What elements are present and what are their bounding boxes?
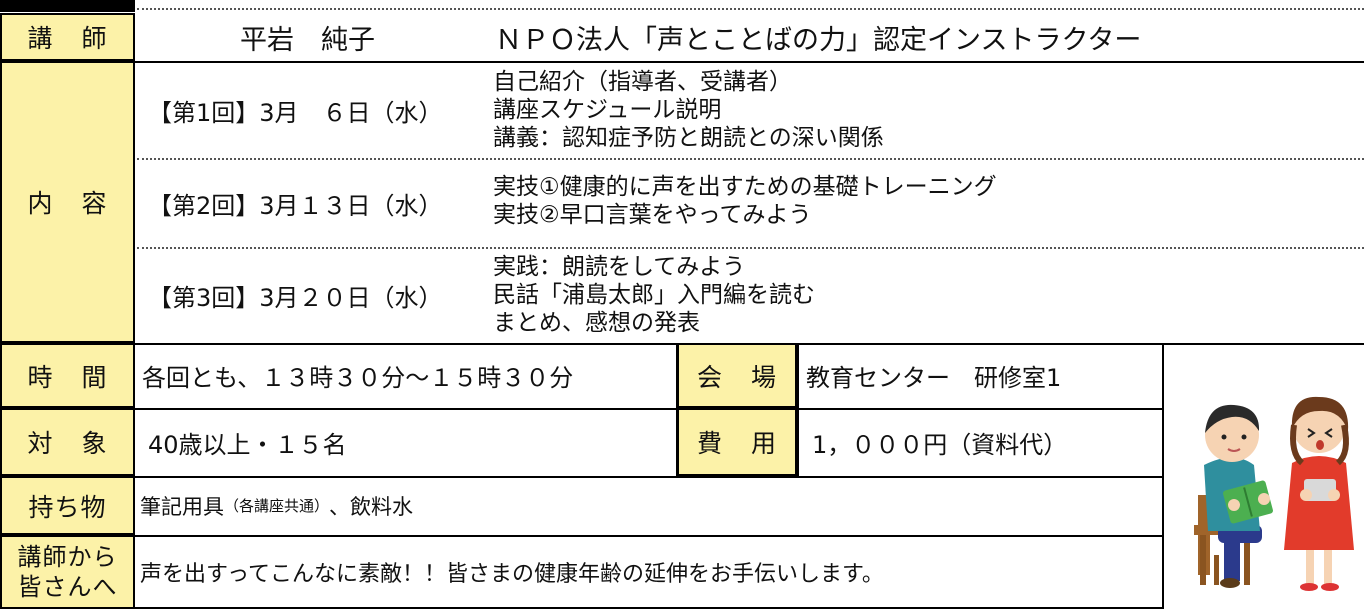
venue-label-char1: 会 <box>696 362 723 392</box>
venue-label: 会場 <box>677 343 797 408</box>
instructor-title: ＮＰＯ法人「声とことばの力」認定インストラクター <box>495 24 1142 56</box>
instructor-label: 講師 <box>0 13 135 61</box>
session1-item: 自己紹介（指導者、受講者） <box>493 69 792 95</box>
session1-item: 講義：認知症予防と朗読との深い関係 <box>493 125 884 151</box>
fee-label-char1: 費 <box>696 429 723 458</box>
fee-label: 費用 <box>677 408 797 476</box>
content-label: 内容 <box>0 61 135 343</box>
belongings-label-text: 持ち物 <box>28 492 107 522</box>
message-value: 声を出すってこんなに素敵！！皆さまの健康年齢の延伸をお手伝いします。 <box>140 562 884 587</box>
content-label-char2: 容 <box>81 189 108 218</box>
reading-kids-illustration <box>1164 345 1364 607</box>
session3-item: 民話「浦島太郎」入門編を読む <box>493 282 815 308</box>
boy-icon <box>1204 404 1273 588</box>
venue-value: 教育センター 研修室1 <box>806 364 1062 392</box>
time-value: 各回とも、１３時３０分～１５時３０分 <box>142 364 574 392</box>
session1-item: 講座スケジュール説明 <box>493 97 722 123</box>
illustration-border <box>1162 343 1164 609</box>
instructor-label-char2: 師 <box>81 24 108 53</box>
reading-kids-svg <box>1194 396 1354 591</box>
belongings-main: 筆記用具 <box>140 494 224 519</box>
row-divider <box>135 61 1364 63</box>
message-label: 講師から 皆さんへ <box>0 535 135 609</box>
target-label-char2: 象 <box>81 429 108 458</box>
message-label-line1: 講師から <box>17 543 118 571</box>
bottom-border <box>135 607 1164 609</box>
belongings-label: 持ち物 <box>0 476 135 535</box>
time-label-char2: 間 <box>81 362 108 392</box>
corner-bar <box>0 0 135 12</box>
session3-item: 実践：朗読をしてみよう <box>493 254 746 280</box>
session-divider <box>137 158 1364 160</box>
row-divider <box>135 476 1164 478</box>
session1-details: 自己紹介（指導者、受講者） 講座スケジュール説明 講義：認知症予防と朗読との深い… <box>493 68 1353 152</box>
session3-details: 実践：朗読をしてみよう 民話「浦島太郎」入門編を読む まとめ、感想の発表 <box>493 253 1353 337</box>
fee-label-char2: 用 <box>751 429 778 458</box>
column-divider <box>676 343 678 476</box>
target-label-char1: 対 <box>27 429 54 458</box>
girl-icon <box>1284 396 1354 591</box>
belongings-rest: 、飲料水 <box>329 494 414 519</box>
session2-item: 実技②早口言葉をやってみよう <box>493 202 812 228</box>
target-label: 対象 <box>0 408 135 476</box>
session-divider <box>137 247 1364 249</box>
row-divider <box>135 535 1164 537</box>
column-divider <box>797 343 799 476</box>
session1-date: 【第1回】3月 ６日（水） <box>148 98 443 127</box>
session2-details: 実技①健康的に声を出すための基礎トレーニング 実技②早口言葉をやってみよう <box>493 173 1353 229</box>
session2-item: 実技①健康的に声を出すための基礎トレーニング <box>493 174 997 200</box>
row-divider <box>135 408 1164 410</box>
session2-date: 【第2回】3月１３日（水） <box>148 191 443 220</box>
message-label-line2: 皆さんへ <box>17 573 118 601</box>
session3-item: まとめ、感想の発表 <box>493 310 700 336</box>
instructor-label-char1: 講 <box>27 24 54 53</box>
time-label-char1: 時 <box>27 362 54 392</box>
top-dotted-line <box>137 8 1364 10</box>
time-label: 時間 <box>0 343 135 408</box>
session3-date: 【第3回】3月２０日（水） <box>148 284 443 312</box>
instructor-name: 平岩 純子 <box>240 24 375 56</box>
fee-value: 1，０００円（資料代） <box>812 430 1068 459</box>
target-value: 40歳以上・１５名 <box>148 430 347 459</box>
venue-label-char2: 場 <box>751 362 778 392</box>
belongings-value: 筆記用具（各講座共通）、飲料水 <box>140 476 413 535</box>
belongings-note: （各講座共通） <box>224 497 330 515</box>
content-label-char1: 内 <box>27 189 54 218</box>
